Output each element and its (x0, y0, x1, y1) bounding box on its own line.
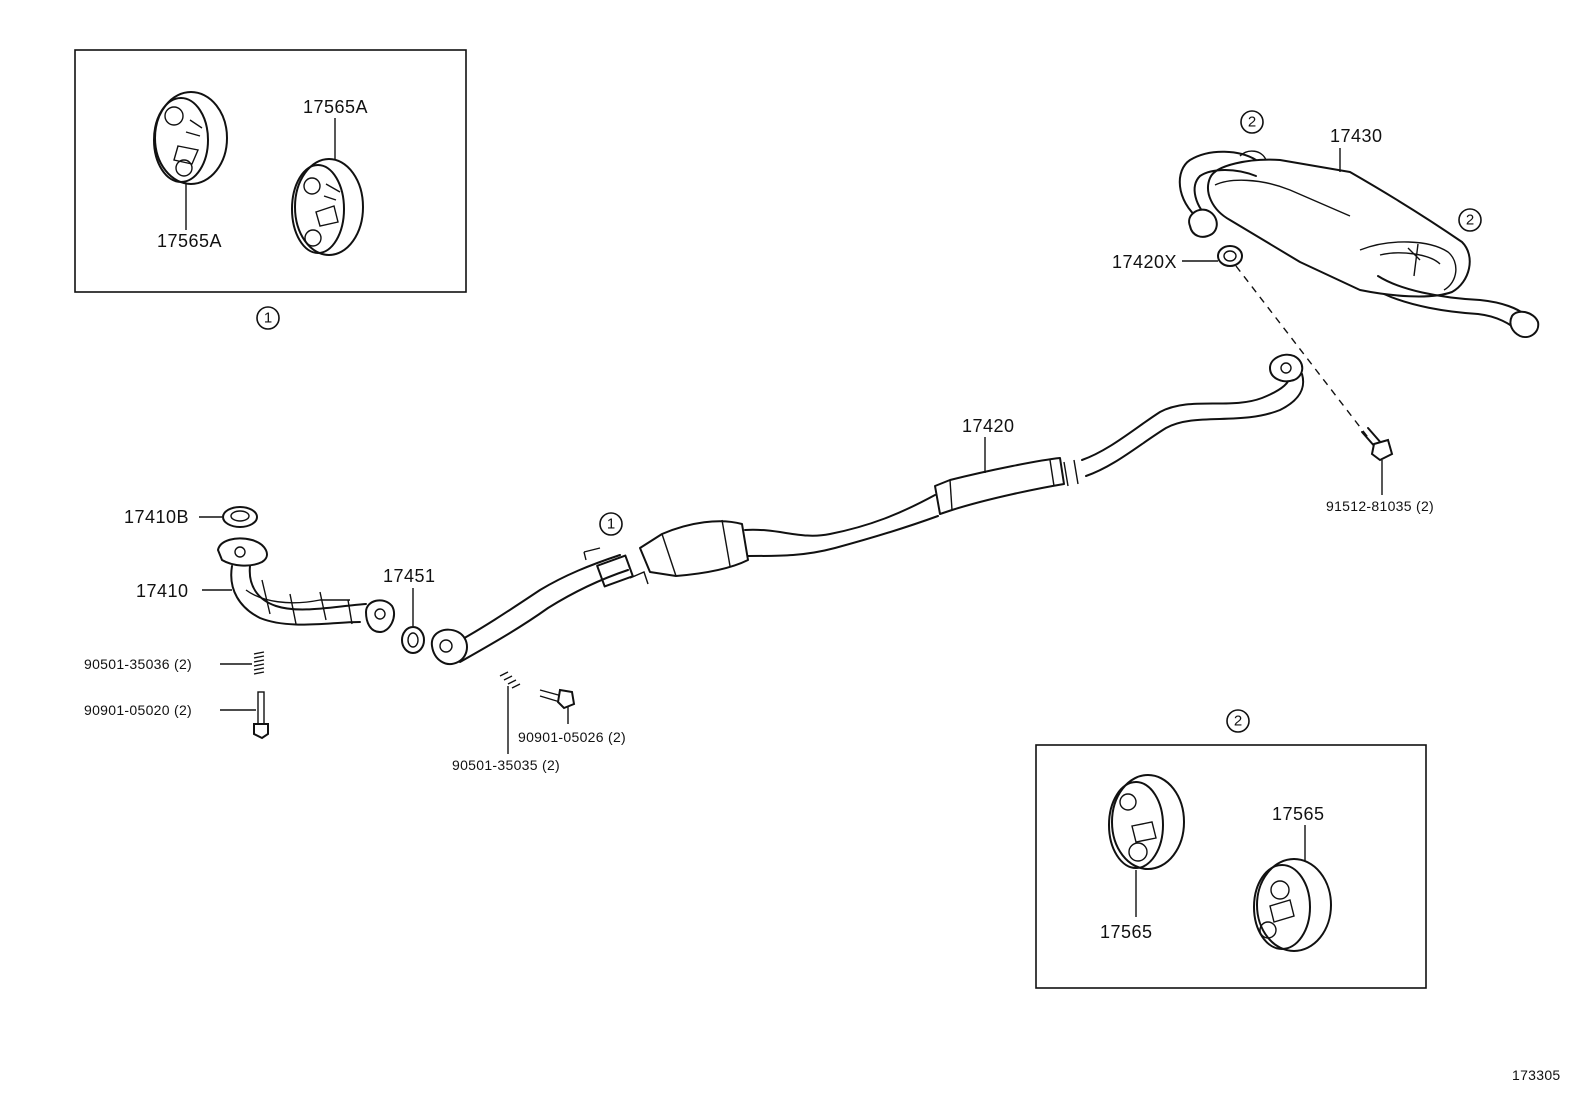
bolt-90901-05026-icon[interactable] (539, 688, 576, 710)
label-90901-05020: 90901-05020 (2) (84, 702, 192, 718)
label-17420: 17420 (962, 416, 1015, 436)
label-17565-right: 17565 (1272, 804, 1325, 824)
bolt-90901-05020-icon[interactable] (253, 691, 269, 740)
alignment-dashed-line (1235, 265, 1371, 441)
svg-text:2: 2 (1466, 212, 1474, 229)
label-90901-05026: 90901-05026 (2) (518, 729, 626, 745)
gasket-17420x-icon[interactable] (1217, 245, 1243, 267)
callout-2-muffler-rear: 2 (1458, 208, 1482, 232)
exhaust-pipe-17420-icon[interactable] (430, 353, 1305, 665)
label-90501-35035: 90501-35035 (2) (452, 757, 560, 773)
hanger-17565-left-icon[interactable] (1108, 774, 1185, 870)
inset-box-2: 17565 17565 (1035, 744, 1427, 989)
label-17565-left: 17565 (1100, 922, 1153, 942)
hanger-17565-right-icon[interactable] (1253, 858, 1332, 952)
label-17420x: 17420X (1112, 252, 1177, 272)
label-17430: 17430 (1330, 126, 1383, 146)
label-90501-35036: 90501-35036 (2) (84, 656, 192, 672)
label-17451: 17451 (383, 566, 436, 586)
gasket-17410b-icon[interactable] (222, 506, 258, 528)
callout-2-inset: 2 (1226, 709, 1250, 733)
svg-text:2: 2 (1248, 114, 1256, 131)
label-17565a-left: 17565A (157, 231, 222, 251)
callout-1-inset: 1 (256, 306, 280, 330)
exhaust-pipe-17410-icon[interactable] (216, 537, 396, 634)
callout-2-muffler-front: 2 (1240, 110, 1264, 134)
svg-text:1: 1 (264, 310, 272, 327)
hanger-17565a-left-icon[interactable] (153, 91, 228, 185)
svg-text:2: 2 (1234, 713, 1242, 730)
muffler-17430-icon[interactable] (1178, 150, 1540, 338)
label-17410: 17410 (136, 581, 189, 601)
label-91512-81035: 91512-81035 (2) (1326, 498, 1434, 514)
callout-1-pipe: 1 (599, 512, 623, 536)
label-17410b: 17410B (124, 507, 189, 527)
label-17565a-right: 17565A (303, 97, 368, 117)
svg-text:1: 1 (607, 516, 615, 533)
bolt-91512-icon[interactable] (1361, 427, 1394, 462)
gasket-17451-icon[interactable] (401, 626, 425, 654)
hanger-17565a-right-icon[interactable] (291, 158, 364, 256)
inset-box-1: 17565A 17565A (74, 49, 467, 293)
spring-90501-35035-icon[interactable] (499, 671, 521, 689)
diagram-number: 173305 (1512, 1067, 1561, 1083)
spring-90501-35036-icon[interactable] (253, 651, 265, 675)
